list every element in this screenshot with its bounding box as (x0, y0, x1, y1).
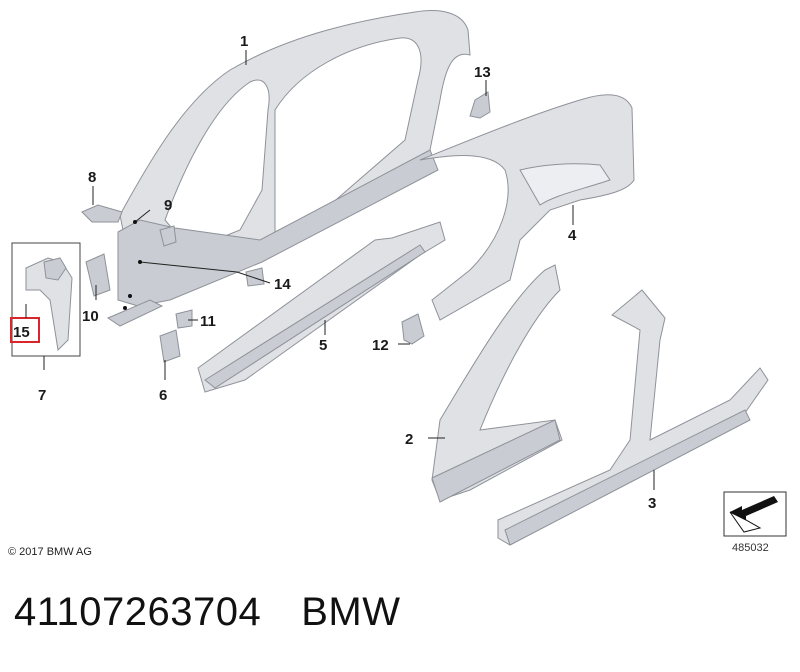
part-12-bracket[interactable] (401, 313, 425, 345)
sill-end-piece (106, 299, 164, 327)
leader-lines (25, 50, 655, 490)
callout-9: 9 (164, 197, 172, 214)
part-5-sill[interactable] (197, 221, 446, 393)
part-8-bracket[interactable] (81, 204, 123, 223)
part-1-side-frame[interactable] (117, 10, 471, 307)
callout-14: 14 (274, 276, 291, 293)
part-13-bracket[interactable] (469, 91, 491, 119)
part-number-caption: 41107263704 BMW (14, 590, 401, 635)
diagram-reference-icon (723, 491, 787, 537)
callout-5: 5 (319, 337, 327, 354)
callout-6: 6 (159, 387, 167, 404)
callout-10: 10 (82, 308, 99, 325)
part-10-bracket[interactable] (85, 253, 111, 297)
diagram-ref-number: 485032 (732, 542, 769, 554)
part-6-bracket[interactable] (159, 329, 181, 363)
copyright-notice: © 2017 BMW AG (8, 546, 92, 558)
callout-3: 3 (648, 495, 656, 512)
callout-11: 11 (200, 313, 216, 330)
brand-name: BMW (301, 590, 401, 634)
callout-7: 7 (38, 387, 46, 404)
part-9-clip[interactable] (159, 225, 177, 247)
part-2-inner-frame[interactable] (431, 264, 563, 503)
part-number: 41107263704 (14, 590, 262, 634)
callout-8: 8 (88, 169, 96, 186)
callout-15: 15 (13, 324, 30, 341)
part-11-clip[interactable] (175, 309, 193, 329)
callout-12: 12 (372, 337, 389, 354)
callout-1: 1 (240, 33, 248, 50)
part-3-outer-frame[interactable] (497, 289, 769, 546)
callout-2: 2 (405, 431, 413, 448)
callout-4: 4 (568, 227, 577, 244)
part-7-group-frame[interactable] (11, 242, 81, 357)
part-4-quarter-panel[interactable] (419, 94, 635, 321)
part-15-highlight[interactable] (10, 317, 40, 343)
part-14-clip[interactable] (245, 267, 265, 287)
callout-13: 13 (474, 64, 491, 81)
